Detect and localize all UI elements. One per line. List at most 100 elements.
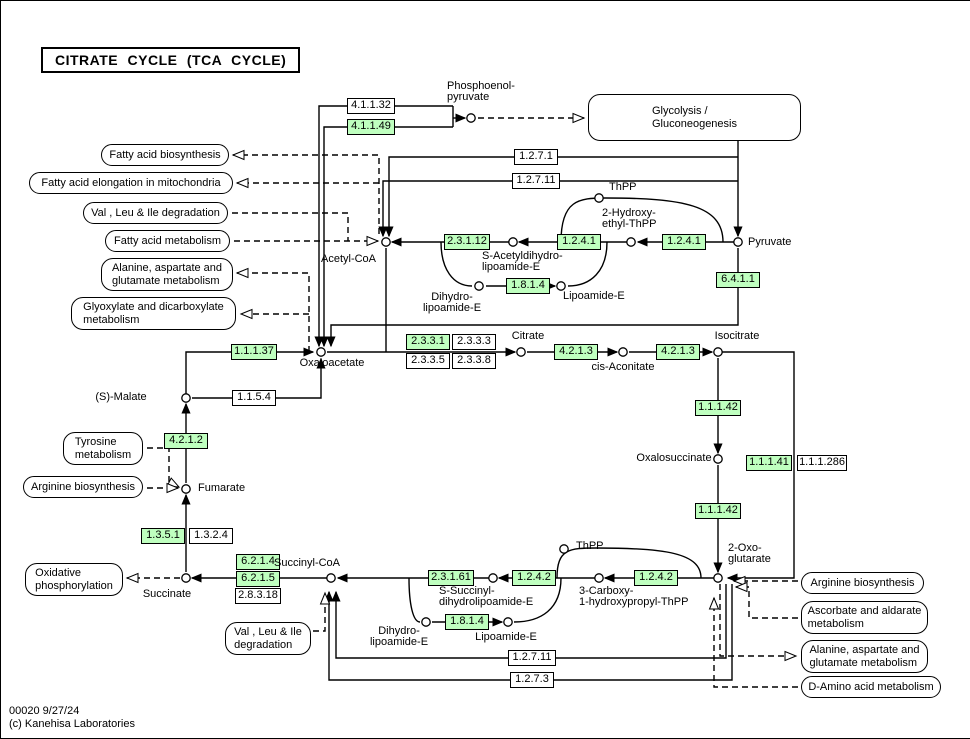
enzyme-box-1.1.1.42-17[interactable]: 1.1.1.42 — [695, 400, 741, 416]
arrowhead-isocitrate-og-bypass — [726, 573, 738, 583]
compound-2-oxoglutarate[interactable] — [713, 573, 723, 583]
edge-from-val-leu-ile-bottom — [313, 593, 326, 632]
enzyme-box-6.2.1.5-25[interactable]: 6.2.1.5 — [236, 571, 280, 587]
enzyme-box-1.3.2.4-23[interactable]: 1.3.2.4 — [189, 528, 233, 544]
arrowhead-citrate-to-cis-aconitate — [607, 347, 619, 357]
curve-lipoamide-loop-bottom-left — [408, 577, 421, 623]
enzyme-box-4.1.1.49-1[interactable]: 4.1.1.49 — [347, 119, 395, 135]
pathway-link-fatty-acid-elongation-mitochondria[interactable]: Fatty acid elongation in mitochondria — [29, 172, 233, 194]
enzyme-box-4.2.1.3-14[interactable]: 4.2.1.3 — [656, 344, 700, 360]
compound-2-hydroxyethyl-thpp[interactable] — [626, 237, 636, 247]
arrowhead-og-to-alanine-metabolism-right — [784, 650, 798, 662]
compound-oxalosuccinate[interactable] — [713, 454, 723, 464]
map-number-date: 00020 9/27/24 — [9, 705, 80, 717]
enzyme-box-1.2.7.11-31[interactable]: 1.2.7.11 — [508, 650, 556, 666]
enzyme-box-4.1.1.32-0[interactable]: 4.1.1.32 — [347, 98, 395, 114]
compound-fumarate[interactable] — [181, 484, 191, 494]
compound-dihydrolipoamide-e-top[interactable] — [474, 281, 484, 291]
enzyme-box-1.2.7.3-32[interactable]: 1.2.7.3 — [510, 672, 554, 688]
compound-s-acetyldihydrolipoamide-e[interactable] — [508, 237, 518, 247]
compound-succinate[interactable] — [181, 573, 191, 583]
enzyme-box-2.3.1.61-27[interactable]: 2.3.1.61 — [428, 570, 474, 586]
enzyme-box-1.8.1.4-30[interactable]: 1.8.1.4 — [445, 614, 489, 630]
enzyme-box-6.4.1.1-7[interactable]: 6.4.1.1 — [716, 272, 760, 288]
pathway-link-arginine-biosynthesis-left[interactable]: Arginine biosynthesis — [23, 476, 143, 498]
arrowhead-isocitrate-to-oxalosuccinate — [713, 443, 723, 455]
arrowhead-oaa-to-pep-2 — [319, 336, 329, 348]
compound-phosphoenolpyruvate[interactable] — [466, 113, 476, 123]
enzyme-box-2.8.3.18-26[interactable]: 2.8.3.18 — [235, 588, 281, 604]
enzyme-box-1.3.5.1-22[interactable]: 1.3.5.1 — [141, 528, 185, 544]
enzyme-box-1.1.1.286-19[interactable]: 1.1.1.286 — [797, 455, 847, 471]
arrowhead-oaa-to-alanine-metabolism — [235, 267, 249, 279]
enzyme-box-1.2.7.11-3[interactable]: 1.2.7.11 — [512, 173, 560, 189]
curve-lipoamide-loop-top-left — [440, 241, 473, 287]
compound-label-isocitrate: Isocitrate — [714, 330, 760, 342]
compound-acetyl-coa[interactable] — [381, 237, 391, 247]
compound-label-lipoamide-e-top: Lipoamide-E — [563, 290, 625, 302]
compound-succinyl-coa[interactable] — [326, 573, 336, 583]
arrowhead-cis-aconitate-to-isocitrate — [702, 347, 714, 357]
compound-s-malate[interactable] — [181, 393, 191, 403]
arrowhead-from-arginine-biosynthesis-left — [166, 482, 180, 494]
compound-label-fumarate: Fumarate — [198, 482, 246, 494]
pathway-link-glycolysis-gluconeogenesis[interactable]: Glycolysis /Gluconeogenesis — [588, 94, 801, 141]
arrowhead-from-val-leu-ile-bottom — [319, 591, 331, 605]
enzyme-box-1.8.1.4-8[interactable]: 1.8.1.4 — [506, 278, 550, 294]
enzyme-box-1.1.1.42-20[interactable]: 1.1.1.42 — [695, 503, 741, 519]
compound-label-pyruvate: Pyruvate — [748, 236, 792, 248]
enzyme-box-1.2.4.2-29[interactable]: 1.2.4.2 — [634, 570, 678, 586]
pathway-link-fatty-acid-metabolism[interactable]: Fatty acid metabolism — [105, 230, 230, 252]
compound-thpp-top[interactable] — [594, 193, 604, 203]
enzyme-box-2.3.1.12-4[interactable]: 2.3.1.12 — [444, 234, 490, 250]
enzyme-box-1.2.4.2-28[interactable]: 1.2.4.2 — [512, 570, 556, 586]
copyright-text: (c) Kanehisa Laboratories — [9, 718, 135, 730]
compound-label-lipoamide-e-bottom: Lipoamide-E — [475, 631, 537, 643]
enzyme-box-2.3.3.1-9[interactable]: 2.3.3.1 — [406, 334, 450, 350]
compound-pyruvate[interactable] — [733, 237, 743, 247]
enzyme-box-1.2.4.1-5[interactable]: 1.2.4.1 — [557, 234, 601, 250]
enzyme-box-6.2.1.4-24[interactable]: 6.2.1.4 — [236, 554, 280, 570]
compound-dihydrolipoamide-e-bottom[interactable] — [421, 617, 431, 627]
compound-citrate[interactable] — [516, 347, 526, 357]
pathway-link-fatty-acid-biosynthesis[interactable]: Fatty acid biosynthesis — [101, 144, 229, 166]
edge-pyruvate-ferredoxin-2 — [382, 180, 738, 236]
edge-oaa-to-pep-2 — [323, 126, 453, 346]
arrowhead-pyruvate-to-hydroxyethyl-thpp — [636, 237, 648, 247]
curve-thpp-loop-bottom — [556, 547, 702, 579]
arrowhead-from-ascorbate-aldarate — [734, 581, 748, 593]
enzyme-box-1.2.7.1-2[interactable]: 1.2.7.1 — [514, 149, 558, 165]
enzyme-box-4.2.1.3-13[interactable]: 4.2.1.3 — [554, 344, 598, 360]
pathway-link-arginine-biosynthesis-right[interactable]: Arginine biosynthesis — [801, 572, 924, 594]
compound-isocitrate[interactable] — [713, 347, 723, 357]
enzyme-box-1.2.4.1-6[interactable]: 1.2.4.1 — [662, 234, 706, 250]
enzyme-box-2.3.3.3-10[interactable]: 2.3.3.3 — [452, 334, 496, 350]
enzyme-box-1.1.1.37-15[interactable]: 1.1.1.37 — [231, 344, 277, 360]
enzyme-box-1.1.5.4-16[interactable]: 1.1.5.4 — [232, 390, 276, 406]
arrowhead-og-ferredoxin-1 — [331, 590, 341, 602]
enzyme-box-2.3.3.5-11[interactable]: 2.3.3.5 — [406, 353, 450, 369]
compound-label-thpp-bottom: ThPP — [576, 540, 604, 552]
pathway-link-d-amino-acid-metabolism[interactable]: D-Amino acid metabolism — [801, 676, 941, 698]
compound-lipoamide-e-top[interactable] — [556, 281, 566, 291]
compound-lipoamide-e-bottom[interactable] — [503, 617, 513, 627]
compound-3-carboxy-1-hydroxypropyl-thpp[interactable] — [594, 573, 604, 583]
enzyme-box-2.3.3.8-12[interactable]: 2.3.3.8 — [452, 353, 496, 369]
compound-cis-aconitate[interactable] — [618, 347, 628, 357]
compound-label-phosphoenolpyruvate: Phosphoenol-pyruvate — [447, 80, 515, 103]
enzyme-box-4.2.1.2-21[interactable]: 4.2.1.2 — [164, 433, 208, 449]
arrowhead-fumarate-to-malate — [181, 402, 191, 414]
compound-s-succinyldihydrolipoamide-e[interactable] — [488, 573, 498, 583]
compound-thpp-bottom[interactable] — [559, 544, 569, 554]
enzyme-box-1.1.1.41-18[interactable]: 1.1.1.41 — [746, 455, 792, 471]
pathway-link-val-leu-ile-degradation[interactable]: Val , Leu & Ile degradation — [83, 202, 228, 224]
compound-oxaloacetate[interactable] — [316, 347, 326, 357]
